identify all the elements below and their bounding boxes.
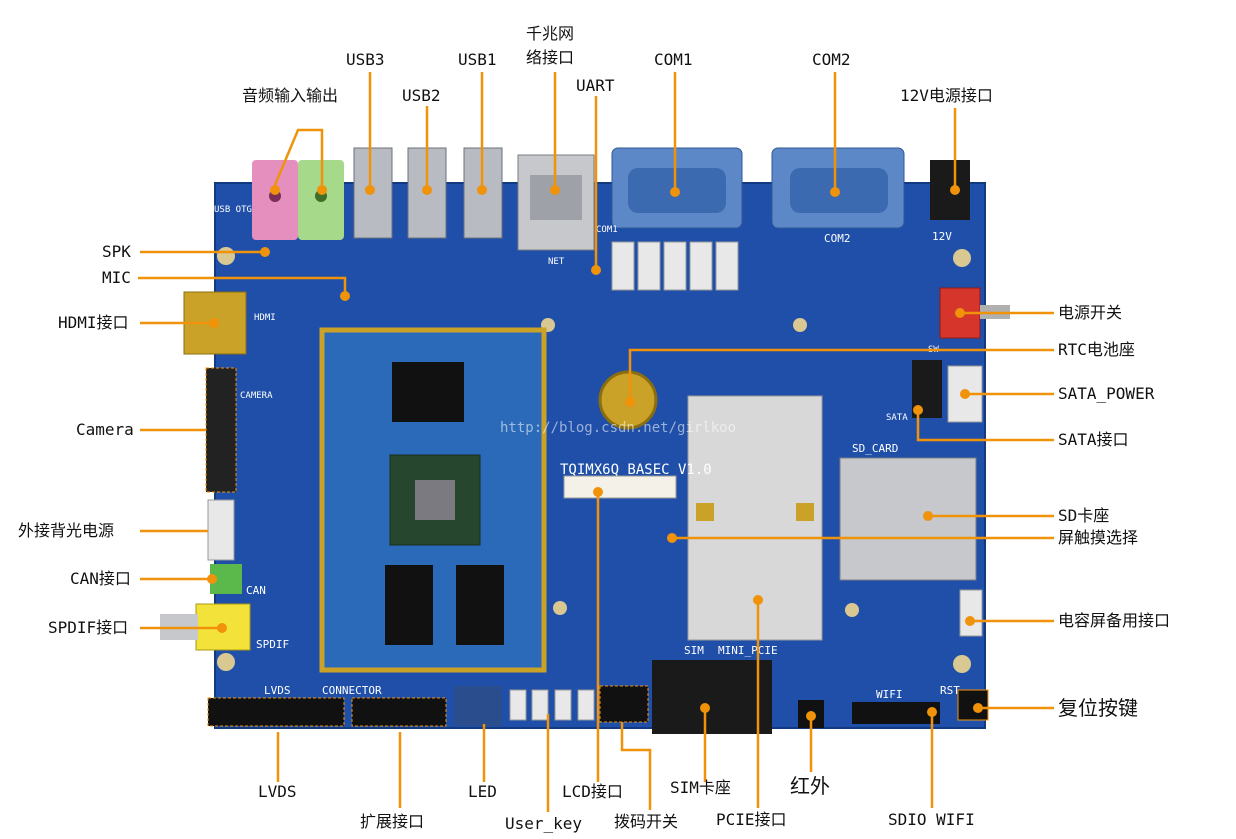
label-led: LED: [468, 782, 497, 801]
led-group: [454, 686, 502, 726]
silk-sim: SIM: [684, 644, 704, 657]
silk-com2: COM2: [824, 232, 851, 245]
label-hdmi: HDMI接口: [58, 313, 129, 332]
silk-com1: COM1: [596, 225, 618, 235]
label-com2: COM2: [812, 50, 851, 69]
label-power-switch: 电源开关: [1058, 303, 1123, 322]
label-dip-switch: 拨码开关: [614, 812, 679, 831]
mount-hole: [793, 318, 807, 332]
label-touch-select: 屏触摸选择: [1058, 528, 1139, 547]
mount-hole: [553, 601, 567, 615]
label-ir: 红外: [790, 774, 830, 798]
dip-switch: [599, 685, 649, 723]
label-lcd: LCD接口: [562, 782, 623, 801]
leader-lines: [138, 72, 1054, 812]
sim-socket: [652, 660, 772, 734]
label-uart: UART: [576, 76, 615, 95]
label-12v-power: 12V电源接口: [900, 86, 993, 105]
label-com1: COM1: [654, 50, 693, 69]
sd-card-slot: [839, 457, 977, 581]
label-reset-key: 复位按键: [1058, 696, 1138, 720]
silk-lvds: LVDS: [264, 684, 291, 697]
user-keys: [509, 689, 595, 721]
silk-wifi: WIFI: [876, 688, 903, 701]
mount-hole: [217, 653, 235, 671]
label-spk: SPK: [102, 242, 131, 261]
label-mic: MIC: [102, 268, 131, 287]
label-usb2: USB2: [402, 86, 441, 105]
label-rtc-battery: RTC电池座: [1058, 340, 1135, 359]
silk-mini-pcie: MINI_PCIE: [718, 644, 778, 657]
header-connectors: [611, 241, 739, 291]
silk-hdmi: HDMI: [254, 313, 276, 323]
label-user-key: User_key: [505, 814, 583, 833]
label-sd-slot: SD卡座: [1058, 506, 1110, 525]
backlight-header: [207, 499, 235, 561]
silk-rst: RST: [940, 684, 960, 697]
watermark: http://blog.csdn.net/girlkoo: [500, 420, 737, 436]
silk-connector: CONNECTOR: [322, 684, 382, 697]
label-expansion: 扩展接口: [360, 812, 425, 831]
label-sim: SIM卡座: [670, 778, 731, 797]
mount-hole: [845, 603, 859, 617]
mount-hole: [217, 247, 235, 265]
cap-touch-connector: [959, 589, 983, 637]
label-pcie: PCIE接口: [716, 810, 787, 829]
lvds-header: [207, 697, 345, 727]
label-can: CAN接口: [70, 569, 131, 588]
label-sata: SATA接口: [1058, 430, 1129, 449]
silk-can: CAN: [246, 584, 266, 597]
silk-net: NET: [548, 257, 565, 267]
expansion-header: [351, 697, 447, 727]
label-cap-touch: 电容屏备用接口: [1058, 611, 1171, 630]
silk-board-title: TQIMX6Q BASEC V1.0: [560, 462, 712, 478]
silk-sd-card: SD_CARD: [852, 442, 898, 455]
lcd-connector: [563, 475, 677, 499]
label-backlight-power: 外接背光电源: [18, 521, 115, 540]
label-spdif: SPDIF接口: [48, 618, 129, 637]
label-sata-power: SATA_POWER: [1058, 384, 1155, 403]
label-camera: Camera: [76, 420, 134, 439]
label-lvds: LVDS: [258, 782, 297, 801]
label-audio: 音频输入输出: [242, 86, 339, 105]
silk-usb-otg: USB OTG: [214, 205, 252, 215]
silk-camera: CAMERA: [240, 391, 273, 401]
wifi-header: [852, 702, 940, 724]
label-gigabit-ethernet: 千兆网 络接口: [526, 24, 575, 67]
reset-button: [957, 689, 989, 721]
silk-sata: SATA: [886, 413, 908, 423]
mount-hole: [953, 655, 971, 673]
label-usb3: USB3: [346, 50, 385, 69]
camera-header: [205, 367, 237, 493]
silk-12v: 12V: [932, 230, 952, 243]
label-sdio-wifi: SDIO WIFI: [888, 810, 975, 829]
label-usb1: USB1: [458, 50, 497, 69]
mount-hole: [953, 249, 971, 267]
silk-spdif: SPDIF: [256, 638, 289, 651]
